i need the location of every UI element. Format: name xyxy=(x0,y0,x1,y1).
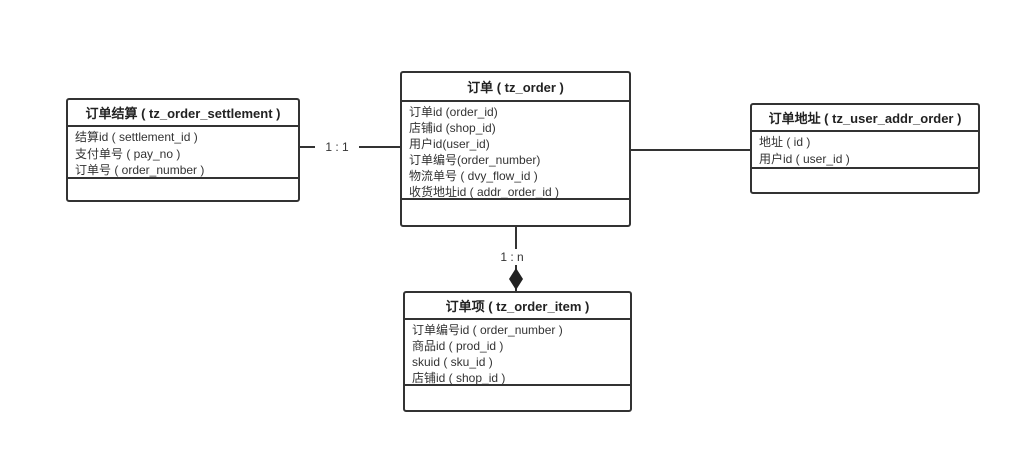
entity-fields: 订单id (order_id) 店铺id (shop_id) 用户id(user… xyxy=(402,102,629,200)
entity-fields: 地址 ( id ) 用户id ( user_id ) xyxy=(752,132,978,169)
field-row: 商品id ( prod_id ) xyxy=(412,339,504,353)
entity-empty-compartment xyxy=(68,179,298,200)
entity-tz-order-item[interactable]: 订单项 ( tz_order_item ) 订单编号id ( order_num… xyxy=(403,291,632,412)
entity-title: 订单项 ( tz_order_item ) xyxy=(405,293,630,320)
entity-title: 订单结算 ( tz_order_settlement ) xyxy=(68,100,298,127)
field-row: 店铺id ( shop_id ) xyxy=(412,371,506,385)
entity-empty-compartment xyxy=(752,169,978,192)
field-row: 订单编号id ( order_number ) xyxy=(412,323,563,337)
entity-tz-user-addr-order[interactable]: 订单地址 ( tz_user_addr_order ) 地址 ( id ) 用户… xyxy=(750,103,980,194)
entity-fields: 结算id ( settlement_id ) 支付单号 ( pay_no ) 订… xyxy=(68,127,298,179)
field-row: 订单编号(order_number) xyxy=(409,153,541,167)
relation-label-1-n: 1 : n xyxy=(491,249,533,265)
field-row: 订单号 ( order_number ) xyxy=(75,163,205,177)
field-row: 地址 ( id ) xyxy=(759,135,811,149)
entity-title: 订单地址 ( tz_user_addr_order ) xyxy=(752,105,978,132)
field-row: 店铺id (shop_id) xyxy=(409,121,496,135)
field-row: 结算id ( settlement_id ) xyxy=(75,130,198,144)
entity-tz-order[interactable]: 订单 ( tz_order ) 订单id (order_id) 店铺id (sh… xyxy=(400,71,631,227)
field-row: 支付单号 ( pay_no ) xyxy=(75,146,181,161)
field-row: 用户id ( user_id ) xyxy=(759,152,850,166)
filled-diamond-arrowhead-icon xyxy=(509,268,523,290)
field-row: skuid ( sku_id ) xyxy=(412,355,493,369)
entity-empty-compartment xyxy=(405,386,630,410)
relation-line-order-address[interactable] xyxy=(631,149,750,151)
field-row: 订单id (order_id) xyxy=(409,105,498,119)
entity-fields: 订单编号id ( order_number ) 商品id ( prod_id )… xyxy=(405,320,630,386)
relation-label-1-1: 1 : 1 xyxy=(315,139,359,155)
field-row: 收货地址id ( addr_order_id ) xyxy=(409,185,560,199)
field-row: 物流单号 ( dvy_flow_id ) xyxy=(409,169,538,183)
entity-title: 订单 ( tz_order ) xyxy=(402,73,629,102)
field-row: 用户id(user_id) xyxy=(409,137,490,151)
entity-empty-compartment xyxy=(402,200,629,225)
entity-tz-order-settlement[interactable]: 订单结算 ( tz_order_settlement ) 结算id ( sett… xyxy=(66,98,300,202)
